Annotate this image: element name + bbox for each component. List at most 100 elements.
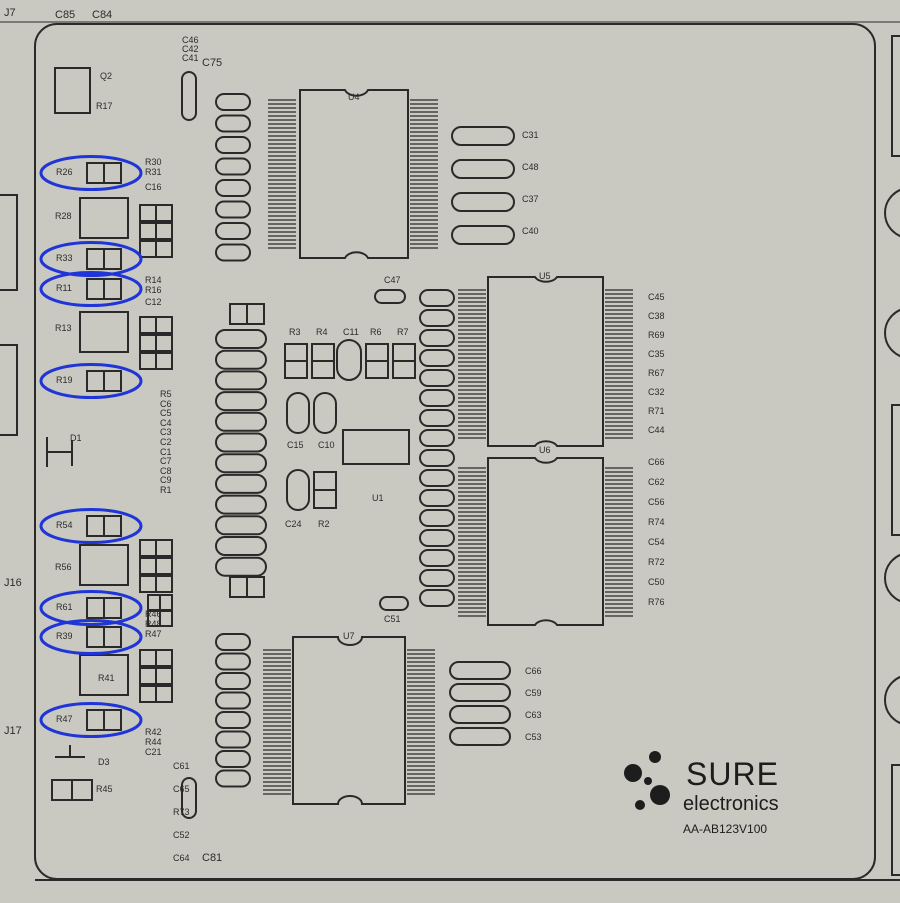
component-label: R31 (145, 167, 162, 177)
component-label: R14 (145, 275, 162, 285)
component-label: R73 (173, 807, 190, 817)
r28-body (79, 197, 129, 239)
vertical-label: C5 (160, 408, 172, 419)
component-label: R47 (145, 629, 162, 639)
capacitor-pad (419, 569, 455, 587)
right-jack-4 (884, 676, 900, 724)
vertical-label: C6 (160, 398, 172, 409)
component-label: R28 (55, 211, 72, 221)
capacitor-pad (215, 730, 251, 749)
right-connector-2 (891, 404, 900, 536)
capacitor-label: C45 (648, 292, 665, 302)
capacitor-pad (215, 750, 251, 768)
vertical-label: C1 (160, 446, 172, 457)
capacitor-pad (419, 509, 455, 527)
component-label: R4 (316, 327, 328, 337)
capacitor-pad (215, 222, 251, 240)
capacitor-pad (419, 369, 455, 387)
vertical-label: C3 (160, 427, 172, 438)
highlight-circle-r11 (39, 271, 143, 307)
right-jack-2 (884, 309, 900, 357)
capacitor-pad (336, 339, 362, 381)
capacitor-pad (215, 329, 267, 349)
capacitor-label: C40 (522, 226, 539, 236)
circled-resistor-label: R61 (56, 602, 73, 612)
capacitor-label: C31 (522, 130, 539, 140)
capacitor-pad (215, 391, 267, 412)
capacitor-pad (419, 389, 455, 407)
capacitor-label: R74 (648, 517, 665, 527)
chip-label-u4: U4 (348, 92, 360, 102)
capacitor-pad (419, 469, 455, 487)
capacitor-label: C32 (648, 387, 665, 397)
vertical-label: C4 (160, 417, 172, 428)
vertical-label: C2 (160, 437, 172, 447)
component-label: C47 (384, 275, 401, 285)
vertical-label: R5 (160, 389, 172, 399)
capacitor-pad (215, 453, 267, 474)
component-label: Q2 (100, 71, 113, 81)
component-label: R56 (55, 562, 72, 572)
highlight-circle-r54 (39, 508, 143, 544)
component-label: R30 (145, 157, 162, 167)
circled-resistor-label: R19 (56, 375, 73, 385)
capacitor-pad (215, 494, 267, 515)
chip-u1 (342, 429, 410, 465)
capacitor-pad (419, 589, 455, 607)
chip-label-u6: U6 (539, 445, 551, 455)
capacitor-label: C44 (648, 425, 665, 435)
component-label: C46 (182, 35, 199, 45)
chip-label-u5: U5 (539, 271, 551, 281)
highlight-circle-r19 (39, 363, 143, 399)
component-label: R41 (98, 673, 115, 683)
connector-label-j16: J16 (4, 577, 22, 589)
capacitor-pad (215, 200, 251, 219)
chip-label-u1: U1 (372, 493, 384, 503)
chip-label-d1: D1 (70, 433, 82, 443)
capacitor-label: C50 (648, 577, 665, 587)
d3-symbol (55, 745, 85, 758)
capacitor-pad (449, 727, 511, 746)
capacitor-pad (286, 392, 310, 434)
component-label: C12 (145, 297, 162, 307)
capacitor-pad (215, 432, 267, 453)
capacitor-label: C54 (648, 537, 665, 547)
component-label: C52 (173, 830, 190, 840)
capacitor-pad (215, 473, 267, 494)
highlight-circle-r26 (39, 155, 143, 191)
vertical-label: C8 (160, 465, 172, 476)
circled-resistor-label: R47 (56, 714, 73, 724)
vertical-label: R1 (160, 485, 172, 495)
component-label: C41 (182, 53, 199, 63)
capacitor-label-c75: C75 (202, 57, 223, 69)
sure-logo-mark (624, 751, 670, 810)
r41-body (79, 654, 129, 696)
capacitor-label: R76 (648, 597, 665, 607)
capacitor-pad (215, 711, 251, 729)
r13-body (79, 311, 129, 353)
chip-label-u7: U7 (343, 631, 355, 641)
q2-body (54, 67, 91, 114)
capacitor-label: C84 (92, 9, 113, 21)
r56-body (79, 544, 129, 586)
chip-u7 (292, 636, 406, 805)
right-connector-1 (891, 35, 900, 157)
capacitor-label: R72 (648, 557, 665, 567)
component-label: C42 (182, 44, 199, 54)
capacitor-pad (419, 409, 455, 427)
component-label: C21 (145, 747, 162, 757)
capacitor-label: C85 (55, 9, 76, 21)
capacitor-pad (419, 529, 455, 547)
component-label: R42 (145, 727, 162, 737)
capacitor-pad (451, 192, 515, 212)
capacitor-pad (419, 289, 455, 307)
capacitor-pad (215, 515, 267, 536)
capacitor-label: C66 (648, 457, 665, 467)
chip-u5 (487, 276, 604, 447)
capacitor-pad (449, 705, 511, 724)
capacitor-label: R71 (648, 406, 665, 416)
chip-u6 (487, 457, 604, 626)
component-label: C64 (173, 853, 190, 863)
circled-resistor-label: R33 (56, 253, 73, 263)
capacitor-pad (215, 769, 251, 788)
